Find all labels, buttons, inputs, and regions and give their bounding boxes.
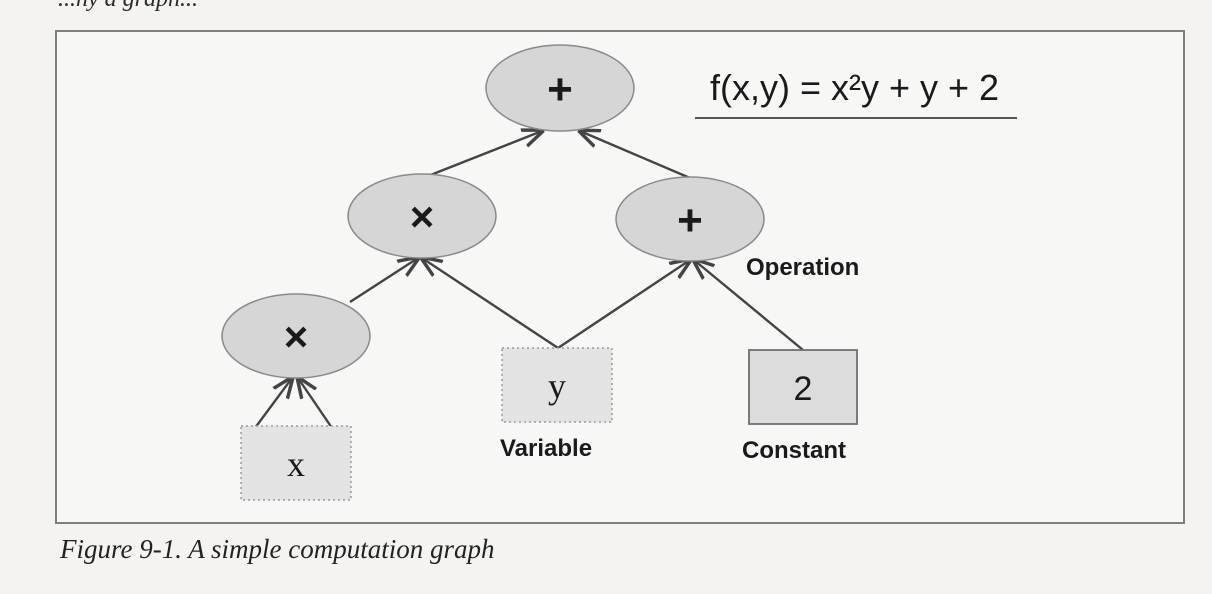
operator-label: +	[677, 196, 703, 245]
figure-caption: Figure 9-1. A simple computation graph	[60, 534, 495, 564]
node-variable-x: x	[240, 425, 352, 501]
legend-variable-label: Variable	[500, 435, 592, 462]
variable-label: x	[287, 444, 305, 484]
operation-ellipse	[615, 176, 765, 262]
variable-box	[501, 347, 613, 423]
operation-ellipse	[347, 173, 497, 259]
edge-mul-to-root	[427, 131, 542, 178]
edge-x-right-to-xsq	[298, 378, 333, 429]
constant-box	[748, 349, 858, 425]
edge-add-to-root	[580, 131, 691, 180]
operation-ellipse	[221, 293, 371, 379]
node-root-add: +	[485, 44, 635, 132]
node-mul: ×	[347, 173, 497, 259]
edge-y-to-mul	[422, 258, 559, 350]
legend-operation-label: Operation	[746, 254, 859, 281]
graph-edges	[254, 131, 804, 429]
legend-constant-label: Constant	[742, 437, 846, 464]
variable-label: y	[548, 366, 566, 406]
operator-label: +	[547, 65, 573, 114]
operator-label: ×	[284, 313, 309, 360]
formula-text: f(x,y) = x²y + y + 2	[710, 67, 999, 108]
constant-label: 2	[794, 370, 813, 408]
edge-y-to-add	[557, 260, 690, 349]
operator-label: ×	[410, 193, 435, 240]
node-add: +	[615, 176, 765, 262]
node-xsq-mul: ×	[221, 293, 371, 379]
node-constant-2: 2	[748, 349, 858, 425]
page-header-fragment: ...ny a graph...	[58, 0, 198, 13]
variable-box	[240, 425, 352, 501]
edge-xsq-to-mul	[349, 258, 418, 304]
node-variable-y: y	[501, 347, 613, 423]
operation-ellipse	[485, 44, 635, 132]
edge-2-to-add	[694, 260, 804, 351]
edge-x-left-to-xsq	[254, 378, 292, 429]
